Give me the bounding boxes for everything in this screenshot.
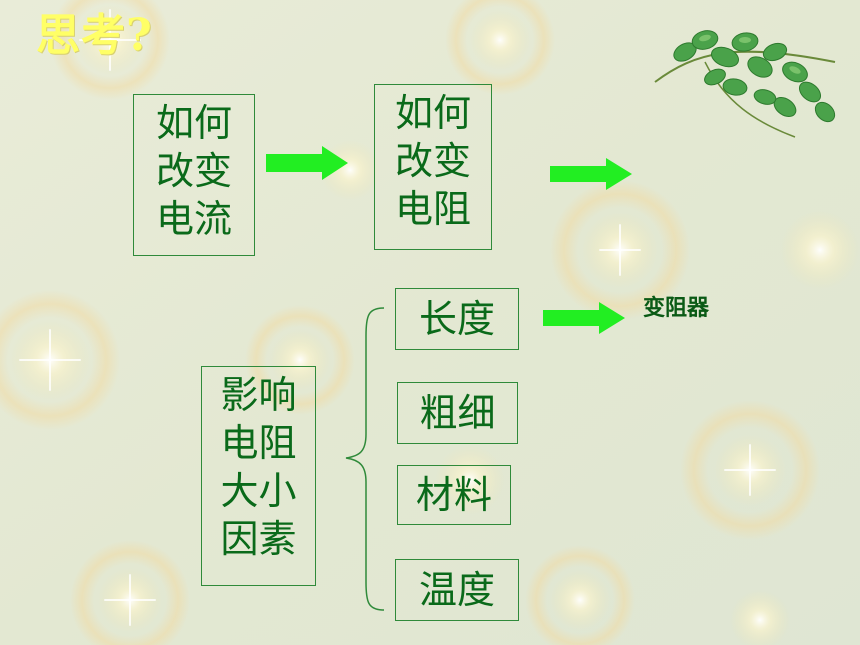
factor-thickness-box: 粗细 <box>397 382 518 444</box>
box-change-resistance-line-3: 电阻 <box>394 187 471 231</box>
right-arrow-icon <box>543 302 625 334</box>
right-arrow-icon <box>266 146 348 180</box>
factor-temperature-label: 温度 <box>418 568 495 612</box>
box-factors-line-2: 电阻 <box>220 421 297 465</box>
factor-material-box: 材料 <box>397 465 511 525</box>
box-change-current-line-3: 电流 <box>155 197 232 241</box>
vine-leaves-decoration <box>654 30 836 138</box>
box-change-resistance-line-1: 如何 <box>394 91 471 135</box>
box-change-resistance-line-2: 改变 <box>394 139 471 183</box>
box-resistance-factors: 影响 电阻 大小 因素 <box>201 366 316 586</box>
box-change-resistance: 如何 改变 电阻 <box>374 84 492 250</box>
rheostat-label: 变阻器 <box>643 296 710 321</box>
factor-length-box: 长度 <box>395 288 519 350</box>
right-arrow-icon <box>550 158 632 190</box>
curly-brace-icon <box>345 307 385 611</box>
factor-material-label: 材料 <box>415 473 492 517</box>
box-factors-line-1: 影响 <box>220 373 297 417</box>
factor-thickness-label: 粗细 <box>419 391 496 435</box>
box-change-current-line-2: 改变 <box>155 149 232 193</box>
box-factors-line-4: 因素 <box>220 517 297 561</box>
box-change-current: 如何 改变 电流 <box>133 94 255 256</box>
factor-temperature-box: 温度 <box>395 559 519 621</box>
box-change-current-line-1: 如何 <box>155 101 232 145</box>
box-factors-line-3: 大小 <box>220 469 297 513</box>
slide-title: 思考? <box>36 10 153 61</box>
factor-length-label: 长度 <box>418 297 495 341</box>
